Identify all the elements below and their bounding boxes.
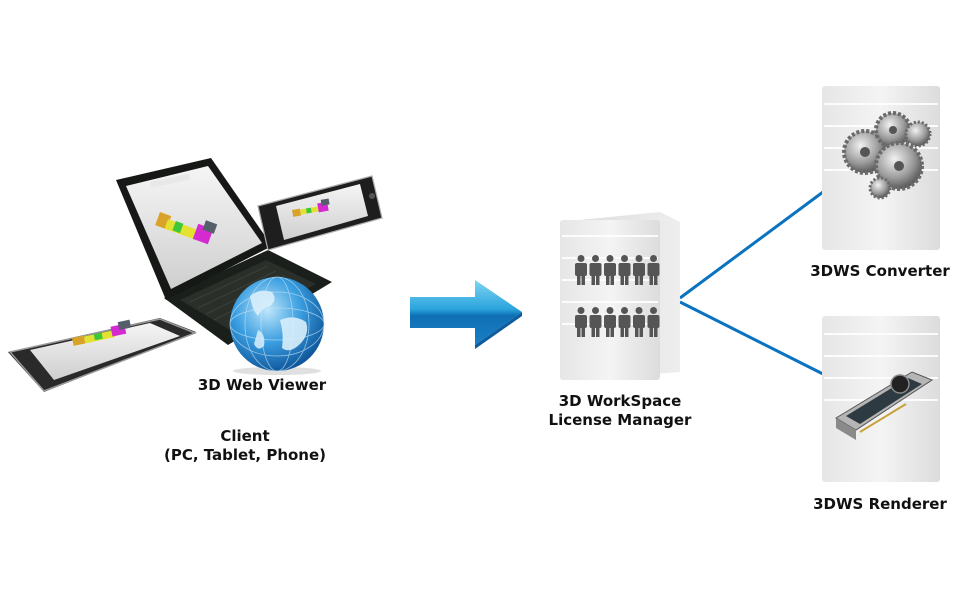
globe-icon [229,276,325,375]
users-row [575,307,660,337]
arrow-right-icon [410,280,522,349]
user-icon [618,255,631,285]
license-manager-line1: 3D WorkSpace [558,392,682,410]
user-icon [604,255,616,285]
gpu-card-icon [835,371,934,440]
users-row [575,255,660,285]
converter-label: 3DWS Converter [810,262,950,280]
user-icon [647,255,660,285]
user-icon [633,307,645,337]
gear-icon [904,120,932,148]
web-viewer-label: 3D Web Viewer [197,376,327,394]
gear-icon [868,176,892,200]
client-subtitle: (PC, Tablet, Phone) [163,446,327,464]
user-icon [589,307,602,337]
connector-lines [679,190,824,376]
user-icon [647,307,660,337]
license-manager-line2: License Manager [548,411,692,429]
user-icon [604,307,616,337]
connector-to-converter [679,190,824,300]
server-users-icon [560,212,680,380]
phone-icon [257,175,383,251]
renderer-label: 3DWS Renderer [813,495,947,513]
client-title: Client [220,427,270,445]
tablet-icon [8,318,198,392]
connector-to-renderer [679,300,824,376]
user-icon [575,307,587,337]
user-icon [618,307,631,337]
user-icon [589,255,602,285]
user-icon [575,255,587,285]
user-icon [633,255,645,285]
server-gpu-icon [822,316,940,482]
server-gears-icon [822,86,940,250]
gear-icon [874,141,924,191]
